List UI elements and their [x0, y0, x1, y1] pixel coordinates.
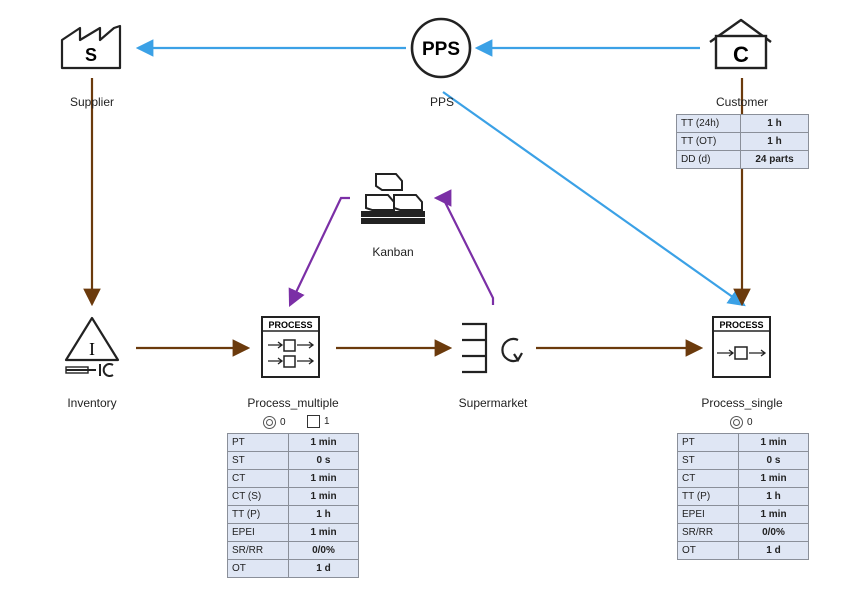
- pps-icon[interactable]: PPS: [410, 17, 472, 79]
- operator-icon: [263, 416, 276, 429]
- row-value: 1 h: [288, 505, 359, 524]
- row-key: SR/RR: [677, 523, 739, 542]
- process-multiple-machine-counter: 1: [307, 415, 330, 428]
- table-row: CT (S)1 min: [227, 487, 359, 506]
- process-single-header: PROCESS: [719, 320, 763, 330]
- supermarket-icon[interactable]: [462, 322, 523, 374]
- supplier-icon-letter: S: [85, 45, 97, 65]
- customer-data-table: TT (24h)1 h TT (OT)1 h DD (d)24 parts: [676, 114, 809, 169]
- row-key: TT (P): [227, 505, 289, 524]
- row-key: ST: [227, 451, 289, 470]
- operator-count: 0: [280, 417, 286, 428]
- row-key: CT: [227, 469, 289, 488]
- row-value: 24 parts: [740, 150, 809, 169]
- row-value: 1 d: [738, 541, 809, 560]
- row-value: 0 s: [288, 451, 359, 470]
- process-multiple-label: Process_multiple: [247, 396, 339, 410]
- row-key: PT: [227, 433, 289, 452]
- row-key: SR/RR: [227, 541, 289, 560]
- kanban-label: Kanban: [372, 245, 414, 259]
- process-multiple-operator-counter: 0: [263, 416, 286, 429]
- row-key: OT: [677, 541, 739, 560]
- row-key: TT (OT): [676, 132, 741, 151]
- customer-table-body: TT (24h)1 h TT (OT)1 h DD (d)24 parts: [676, 114, 809, 169]
- row-key: CT (S): [227, 487, 289, 506]
- kanban-arrow-from-supermarket: [433, 189, 495, 305]
- inventory-label: Inventory: [67, 396, 117, 410]
- row-key: EPEI: [227, 523, 289, 542]
- row-value: 1 h: [740, 132, 809, 151]
- row-key: EPEI: [677, 505, 739, 524]
- customer-house-icon[interactable]: C: [709, 18, 772, 70]
- customer-label: Customer: [715, 95, 769, 109]
- process-single-icon[interactable]: PROCESS: [712, 316, 771, 378]
- row-key: CT: [677, 469, 739, 488]
- row-key: TT (24h): [676, 114, 741, 133]
- supermarket-label: Supermarket: [458, 396, 528, 410]
- table-row: DD (d)24 parts: [676, 150, 809, 169]
- row-value: 0/0%: [738, 523, 809, 542]
- inventory-icon[interactable]: I: [64, 316, 120, 377]
- pps-icon-text: PPS: [422, 39, 460, 60]
- table-row: TT (24h)1 h: [676, 114, 809, 133]
- process-single-label: Process_single: [701, 396, 783, 410]
- pps-label: PPS: [429, 95, 455, 109]
- table-row: TT (OT)1 h: [676, 132, 809, 151]
- row-value: 1 min: [288, 523, 359, 542]
- operator-icon: [730, 416, 743, 429]
- table-row: TT (P)1 h: [677, 487, 809, 506]
- row-key: DD (d): [676, 150, 741, 169]
- row-key: PT: [677, 433, 739, 452]
- info-arrow-pps-to-process-single: [442, 91, 746, 307]
- row-key: OT: [227, 559, 289, 578]
- machine-icon: [307, 415, 320, 428]
- customer-icon-letter: C: [733, 42, 749, 67]
- row-value: 1 h: [740, 114, 809, 133]
- operator-count: 0: [747, 417, 753, 428]
- table-row: TT (P)1 h: [227, 505, 359, 524]
- kanban-arrow-to-process-multiple: [288, 196, 350, 307]
- supplier-factory-icon[interactable]: S: [60, 24, 122, 70]
- process-multiple-header: PROCESS: [268, 320, 312, 330]
- kanban-icon[interactable]: [361, 173, 425, 224]
- machine-count: 1: [324, 416, 330, 427]
- row-value: 1 min: [288, 469, 359, 488]
- row-value: 1 min: [738, 433, 809, 452]
- supplier-label: Supplier: [69, 95, 115, 109]
- row-value: 1 min: [738, 469, 809, 488]
- row-value: 1 h: [738, 487, 809, 506]
- row-key: ST: [677, 451, 739, 470]
- row-value: 1 min: [288, 487, 359, 506]
- inventory-icon-letter: I: [89, 339, 95, 359]
- row-value: 1 d: [288, 559, 359, 578]
- row-value: 1 min: [738, 505, 809, 524]
- process-single-operator-counter: 0: [730, 416, 753, 429]
- row-key: TT (P): [677, 487, 739, 506]
- process-multiple-icon[interactable]: PROCESS: [261, 316, 320, 378]
- row-value: 1 min: [288, 433, 359, 452]
- row-value: 0/0%: [288, 541, 359, 560]
- row-value: 0 s: [738, 451, 809, 470]
